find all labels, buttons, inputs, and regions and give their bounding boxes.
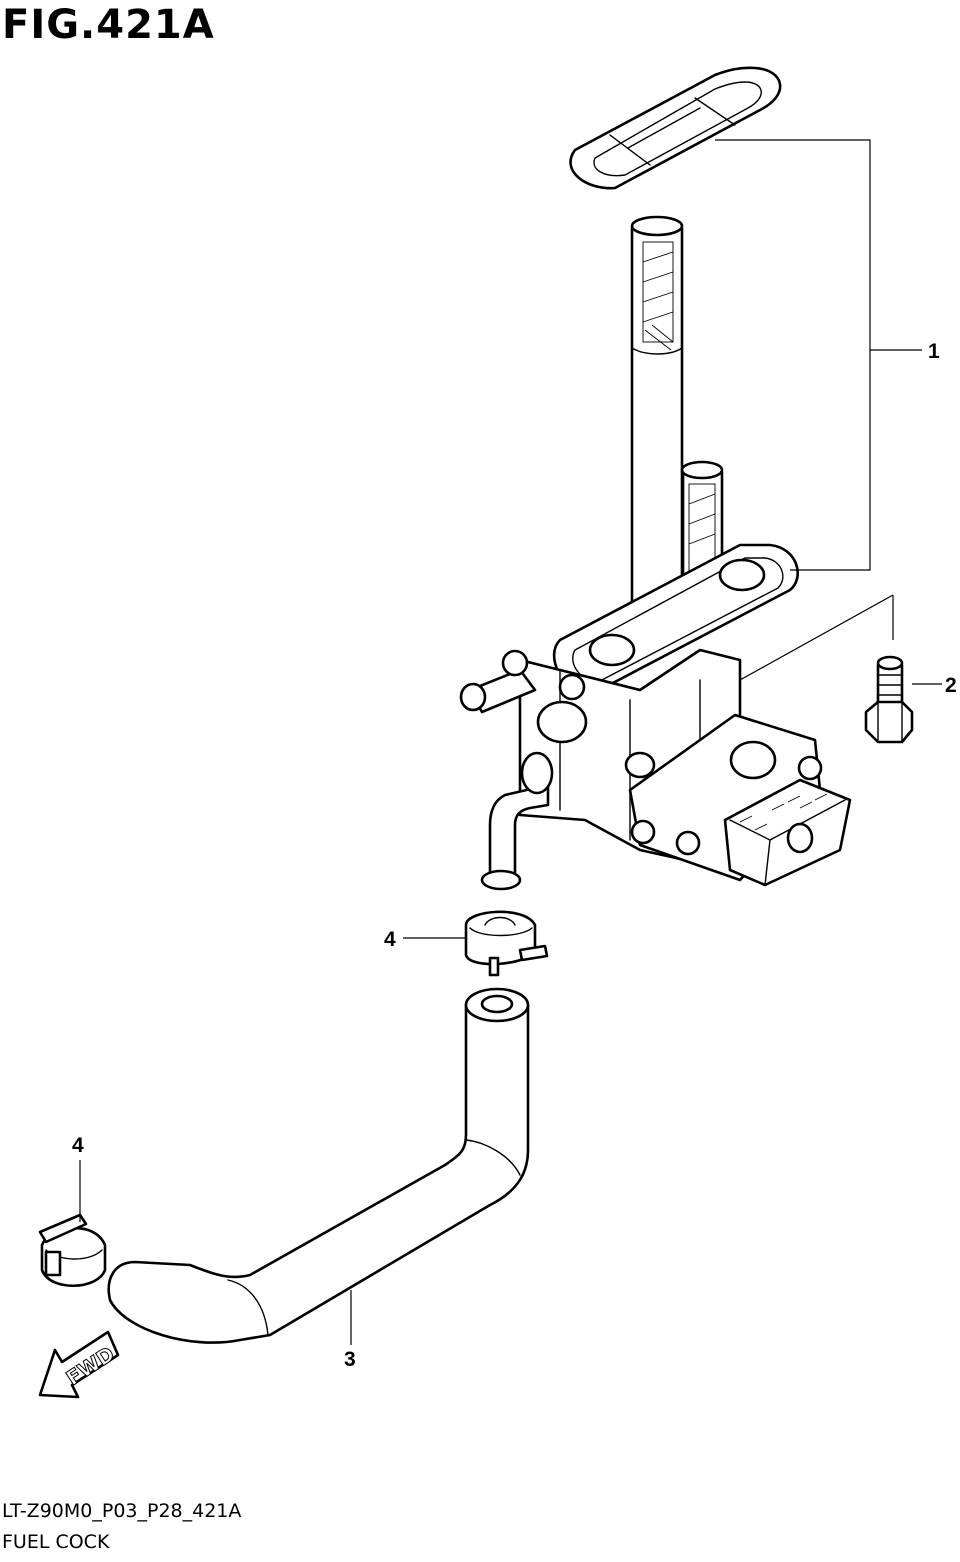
callout-2: 2 <box>945 674 957 697</box>
figure-code: LT-Z90M0_P03_P28_421A <box>2 1500 242 1522</box>
forward-arrow: FWD <box>38 1330 120 1399</box>
leader-lines <box>79 139 942 1345</box>
hose-clamp-lower <box>38 1213 107 1288</box>
bolt <box>864 655 914 744</box>
callout-4-upper: 4 <box>384 928 396 951</box>
figure-name: FUEL COCK <box>2 1531 110 1553</box>
fuel-hose <box>107 987 530 1344</box>
fuel-cock-assembly <box>459 215 852 891</box>
callout-3: 3 <box>344 1348 356 1371</box>
callout-4-lower: 4 <box>72 1134 84 1157</box>
gasket <box>569 66 782 190</box>
figure-title: FIG.421A <box>2 2 215 48</box>
hose-clamp-upper <box>464 910 549 977</box>
callout-1: 1 <box>928 340 940 363</box>
